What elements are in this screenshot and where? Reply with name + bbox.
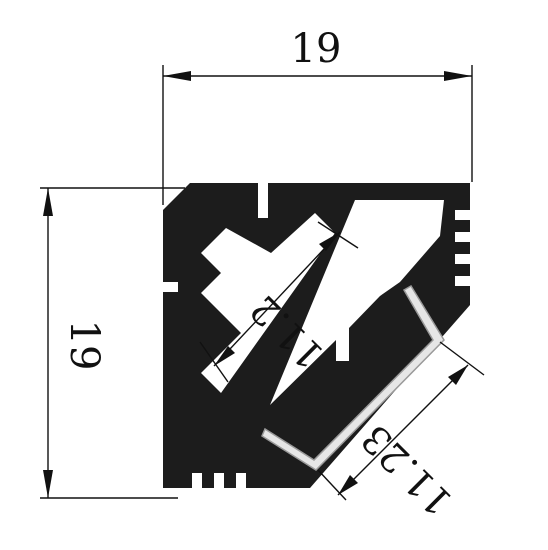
height-label: 19 [61, 320, 107, 371]
diffuser-extension-bottom [317, 469, 347, 501]
inner-channel-extension-bottom [199, 341, 229, 383]
width-arrow-right [444, 71, 472, 81]
aluminium-profile-body [163, 183, 470, 488]
diffuser-arrow-bottom [338, 475, 358, 495]
inner-channel-dimension-line [213, 231, 341, 367]
diffuser-dimension-line [337, 364, 469, 496]
diffuser-strip [261, 284, 445, 471]
diffuser-arrow-top [448, 365, 468, 385]
diffuser-label: 11.23 [353, 416, 461, 524]
inner-channel-arrow-bottom [214, 346, 235, 366]
height-arrow-top [43, 188, 53, 216]
inner-channel-arrow-top [319, 232, 340, 251]
width-arrow-left [163, 71, 191, 81]
height-arrow-bottom [43, 470, 53, 498]
width-label: 19 [291, 26, 342, 72]
diffuser-extension-top [439, 341, 485, 376]
